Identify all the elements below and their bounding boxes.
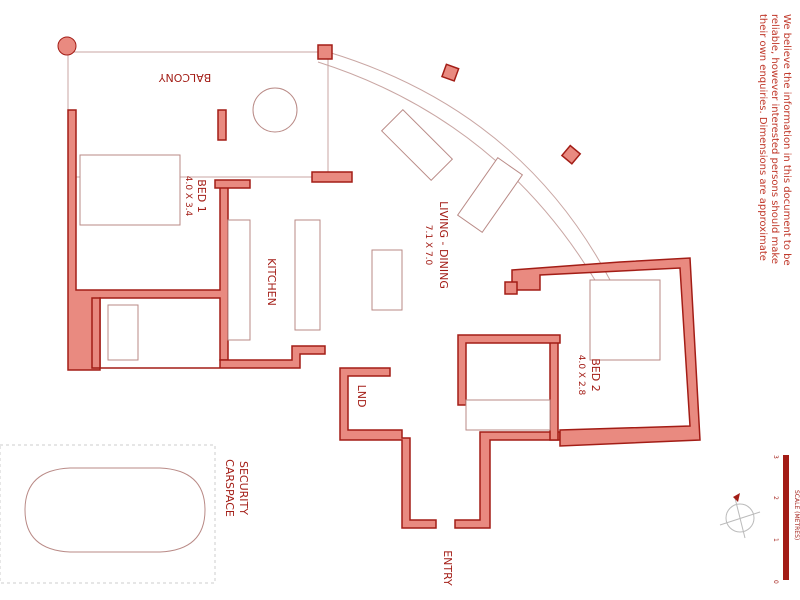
compass-icon	[719, 493, 761, 539]
label-carspace-2: CARSPACE	[223, 459, 236, 517]
label-carspace-1: SECURITY	[237, 461, 250, 515]
shower	[107, 304, 139, 361]
carspace-outline	[0, 444, 216, 584]
column	[560, 144, 582, 165]
column	[504, 281, 518, 295]
scale-tick-0: 0	[772, 580, 779, 584]
sofa	[380, 108, 454, 182]
disclaimer-line-1: We believe the information in this docum…	[781, 14, 792, 266]
scale-tick-3: 3	[772, 455, 779, 459]
column	[317, 44, 333, 60]
column	[441, 63, 460, 82]
label-living-size: 7.1 X 7.0	[423, 225, 433, 266]
wall-laundry	[339, 367, 437, 529]
disclaimer-line-2: reliable, however interested persons sho…	[769, 14, 780, 264]
label-entry: ENTRY	[441, 550, 454, 586]
disclaimer-line-3: their own enquiries. Dimensions are appr…	[757, 14, 768, 261]
kitchen-counter	[227, 219, 251, 341]
label-bed2-size: 4.0 X 2.8	[576, 355, 586, 396]
bed1-bed	[79, 154, 181, 226]
dining-table	[371, 249, 403, 311]
label-balcony: BALCONY	[158, 71, 211, 84]
curved-glass-wall-inner	[317, 61, 599, 286]
scale-tick-1: 1	[772, 538, 779, 542]
label-bed2: BED 2	[589, 358, 602, 391]
label-laundry: LND	[355, 385, 368, 408]
wall-bed2	[511, 257, 701, 447]
balcony-table	[252, 87, 298, 133]
label-living: LIVING - DINING	[437, 201, 450, 289]
shower2	[465, 399, 551, 431]
wall-bath-kitchen	[91, 297, 326, 369]
car-icon	[24, 467, 206, 553]
kitchen-island	[294, 219, 321, 331]
label-kitchen: KITCHEN	[265, 258, 278, 306]
curved-glass-wall	[327, 51, 611, 281]
sofa	[456, 157, 524, 233]
label-bed1-size: 4.0 X 3.4	[183, 176, 193, 217]
scale-title: SCALE (METRES)	[793, 490, 800, 540]
wall-balcony-stub	[214, 109, 353, 189]
label-bed1: BED 1	[195, 179, 208, 212]
scale-tick-2: 2	[772, 496, 779, 500]
scale-bar: 0 1 2 3 SCALE (METRES)	[772, 455, 800, 584]
bed2-bed	[589, 279, 661, 361]
wall-entry	[454, 431, 561, 529]
column-round	[57, 36, 77, 56]
